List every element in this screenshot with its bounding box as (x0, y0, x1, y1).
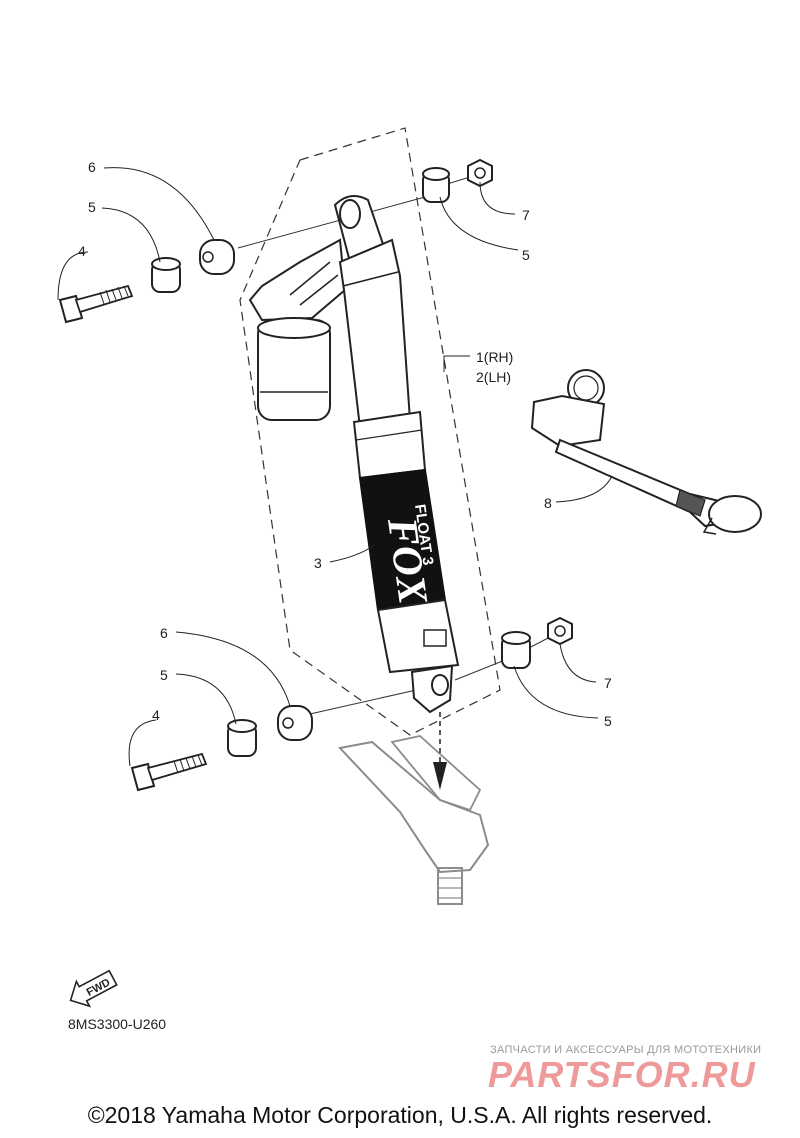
reservoir-bridge-rib (289, 261, 339, 306)
bushing-hole (282, 717, 294, 729)
nut-hole (474, 167, 486, 179)
callout-5-bottom-left: 5 (160, 667, 168, 683)
watermark-logo[interactable]: PARTSFOR.RU (488, 1054, 756, 1095)
watermark-subtitle: ЗАПЧАСТИ И АКСЕССУАРЫ ДЛЯ МОТОТЕХНИКИ (490, 1044, 762, 1056)
collar-face (422, 167, 450, 181)
callout-7-bottom: 7 (604, 675, 612, 691)
bushing-body (199, 239, 235, 275)
collar-face (151, 257, 181, 271)
callouts: 6 5 4 7 5 1(RH) 2(LH) 3 8 6 5 4 7 5 (78, 159, 612, 729)
pump-head (530, 394, 606, 448)
ball-joint-stud (437, 867, 463, 905)
shock-collar-seam (355, 429, 423, 441)
callout-3: 3 (314, 555, 322, 571)
callout-4-top: 4 (78, 243, 86, 259)
bolt-shank (146, 752, 208, 782)
top-collar-left (151, 257, 181, 293)
callout-5-top-right: 5 (522, 247, 530, 263)
reservoir-bridge (248, 238, 347, 322)
pump-valve (702, 517, 717, 535)
copyright-notice: ©2018 Yamaha Motor Corporation, U.S.A. A… (87, 1102, 713, 1128)
shock-lower-label-plate (423, 629, 447, 647)
bottom-nut (547, 616, 573, 646)
bushing-hole (202, 251, 214, 263)
bushing-body (277, 705, 313, 741)
callout-6-bottom: 6 (160, 625, 168, 641)
top-collar-right (422, 167, 450, 203)
callout-2-lh: 2(LH) (476, 369, 511, 385)
bolt-thread (99, 285, 129, 305)
top-mount-axis-line (237, 196, 426, 249)
bolt-thread (173, 754, 203, 774)
leader-lines (57, 167, 613, 767)
callout-8: 8 (544, 495, 552, 511)
callout-5-top-left: 5 (88, 199, 96, 215)
callout-5-bottom-right: 5 (604, 713, 612, 729)
nut-hole (554, 625, 566, 637)
top-nut (467, 158, 493, 188)
fwd-label: FWD (85, 977, 113, 999)
assembly-dashed-outline (239, 127, 501, 736)
install-arrow-head (433, 762, 447, 790)
callout-1-rh: 1(RH) (476, 349, 513, 365)
shock-upper-seam (342, 271, 399, 287)
shock-lower-body (376, 598, 460, 674)
shock-top-eye-hole (339, 199, 361, 229)
bottom-mount-axis-line (309, 687, 426, 715)
shock-bottom-eye-hole (431, 674, 449, 696)
callout-4-bottom: 4 (152, 707, 160, 723)
top-bolt (58, 284, 134, 324)
bottom-collar-left (227, 719, 257, 757)
reservoir-top (257, 317, 331, 339)
top-bushing-left (199, 239, 235, 275)
collar-face (227, 719, 257, 733)
diagram-code: 8MS3300-U260 (68, 1016, 167, 1032)
shock-collar (352, 410, 427, 480)
shock-absorber: FOX FLOAT 3 (248, 195, 460, 714)
fwd-direction-arrow: FWD (69, 969, 118, 1008)
pump-handle (708, 495, 762, 533)
shock-pump (530, 369, 762, 535)
callout-7-top: 7 (522, 207, 530, 223)
bolt-shank (74, 284, 134, 314)
collar-face (501, 631, 531, 645)
lower-arm-reference (338, 735, 490, 905)
pump-grip (675, 489, 706, 517)
bottom-bushing-left (277, 705, 313, 741)
shock-upper-body (338, 238, 412, 430)
callout-6-top: 6 (88, 159, 96, 175)
bottom-collar-right (501, 631, 531, 669)
bottom-mount-axis-line-right (454, 659, 506, 681)
bottom-bolt (130, 752, 208, 792)
